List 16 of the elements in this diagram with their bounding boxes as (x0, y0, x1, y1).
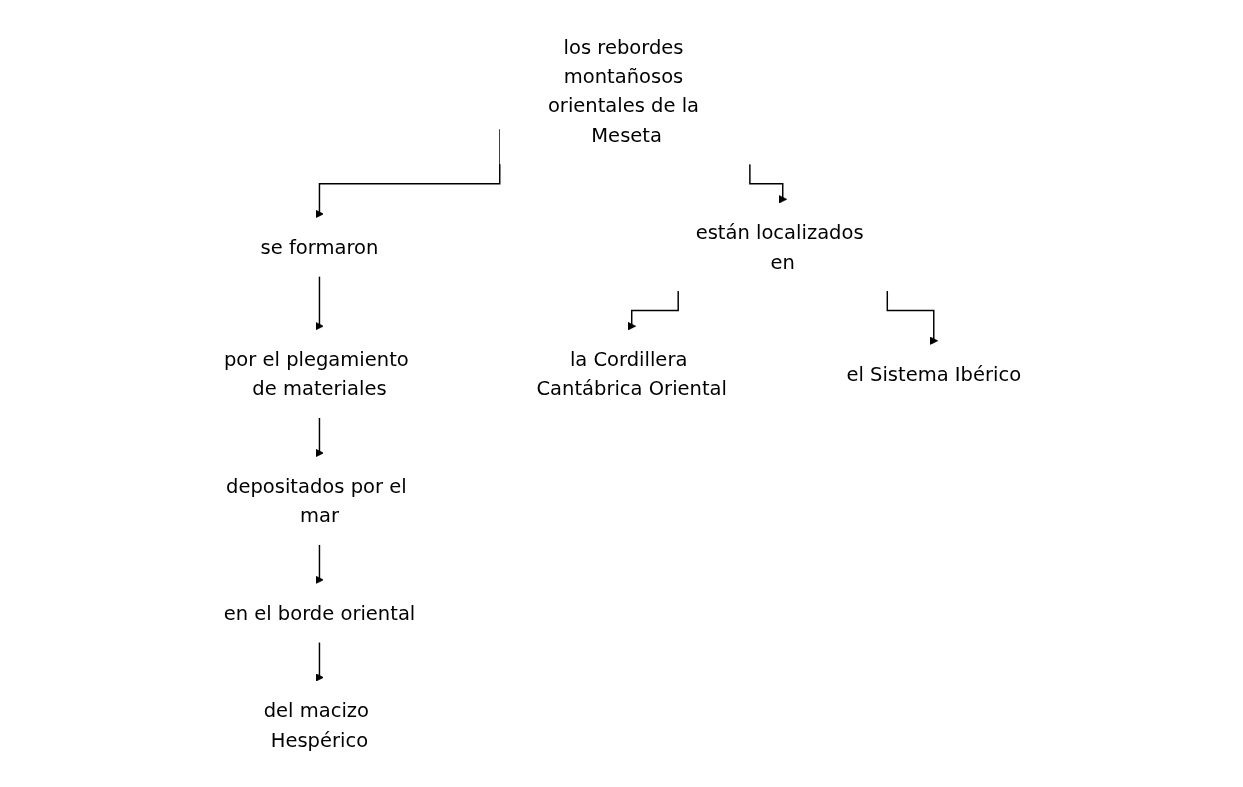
node-text: del macizo Hespérico (263, 698, 370, 752)
node-text: se formaron (260, 235, 379, 259)
node-text: el Sistema Ibérico (846, 362, 1022, 386)
arrow (315, 544, 324, 585)
arrow (886, 290, 939, 346)
arrow (749, 163, 788, 204)
node-text: están localizados en (695, 220, 864, 274)
node-text: por el plegamiento de materiales (223, 347, 409, 401)
node-text: depositados por el mar (226, 474, 407, 528)
arrow (315, 275, 324, 331)
node-text: la Cordillera Cantábrica Oriental (536, 347, 727, 401)
arrow (627, 290, 679, 331)
node-text: los rebordes montañosos orientales de la Meseta (547, 35, 700, 147)
node-text: en el borde oriental (223, 601, 416, 625)
arrow (315, 641, 324, 682)
arrow (315, 417, 324, 458)
